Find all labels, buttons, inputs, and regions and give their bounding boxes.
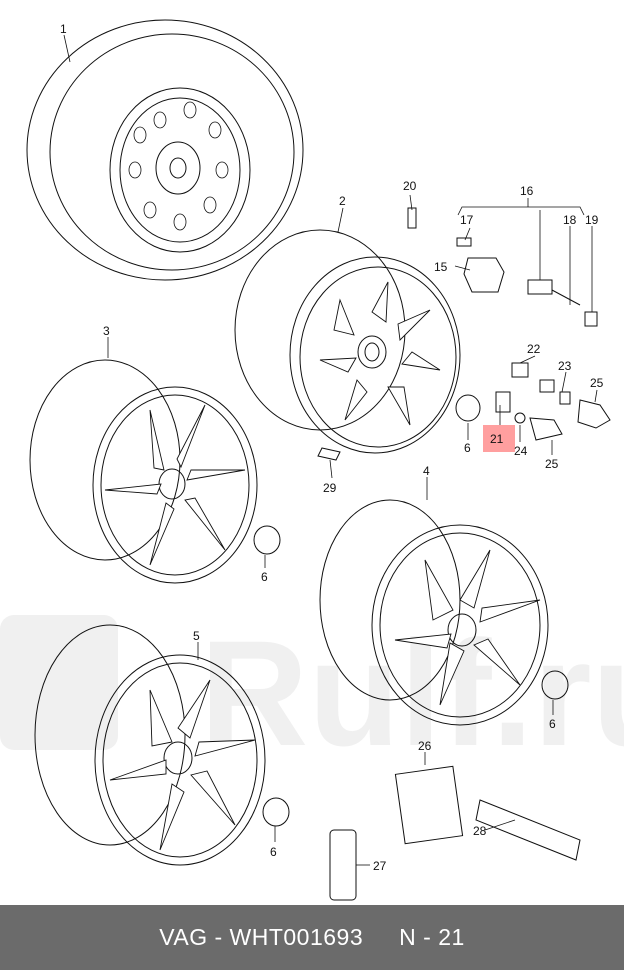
label-5: 5	[193, 629, 200, 643]
label-4: 4	[423, 464, 430, 478]
position-number: N - 21	[399, 924, 465, 950]
wheel-3-alloy	[29, 359, 258, 584]
label-6b: 6	[261, 570, 268, 584]
sticker-pack-icon	[394, 765, 464, 845]
label-27: 27	[373, 859, 387, 873]
label-28: 28	[473, 824, 487, 838]
label-18: 18	[563, 213, 577, 227]
label-19: 19	[585, 213, 599, 227]
label-20: 20	[403, 179, 417, 193]
label-23: 23	[558, 359, 572, 373]
balance-weight-icon	[317, 447, 341, 461]
tpms-sensor-icon	[407, 207, 505, 293]
watermark-logo-icon	[0, 615, 118, 750]
wheel-2-alloy	[234, 229, 461, 454]
label-16: 16	[520, 184, 534, 198]
parts-diagram: Rulf.ru	[0, 19, 624, 901]
label-25a: 25	[590, 376, 604, 390]
footer-bar: VAG - WHT001693 N - 21	[0, 905, 624, 970]
spray-can-icon	[329, 829, 357, 901]
label-29: 29	[323, 481, 337, 495]
label-3: 3	[103, 324, 110, 338]
label-6d: 6	[270, 845, 277, 859]
leader-lines	[63, 34, 598, 866]
highlight-marker	[483, 425, 515, 452]
label-2: 2	[339, 194, 346, 208]
paste-tube-icon	[475, 799, 581, 861]
wheel-5-alloy	[34, 624, 266, 866]
label-24: 24	[514, 444, 528, 458]
label-22: 22	[527, 342, 541, 356]
label-17: 17	[460, 213, 474, 227]
watermark: Rulf.ru	[200, 609, 624, 777]
part-number: VAG - WHT001693	[159, 924, 364, 950]
label-26: 26	[418, 739, 432, 753]
valve-stem-icon	[495, 279, 611, 441]
wheel-4-alloy	[319, 499, 549, 726]
label-15: 15	[434, 260, 448, 274]
label-25b: 25	[545, 457, 559, 471]
label-6c: 6	[549, 717, 556, 731]
hub-cap-icon	[253, 394, 569, 827]
label-1: 1	[60, 22, 67, 36]
wheel-1-steel-with-tyre	[26, 19, 304, 281]
label-6a: 6	[464, 441, 471, 455]
label-21: 21	[490, 432, 504, 446]
